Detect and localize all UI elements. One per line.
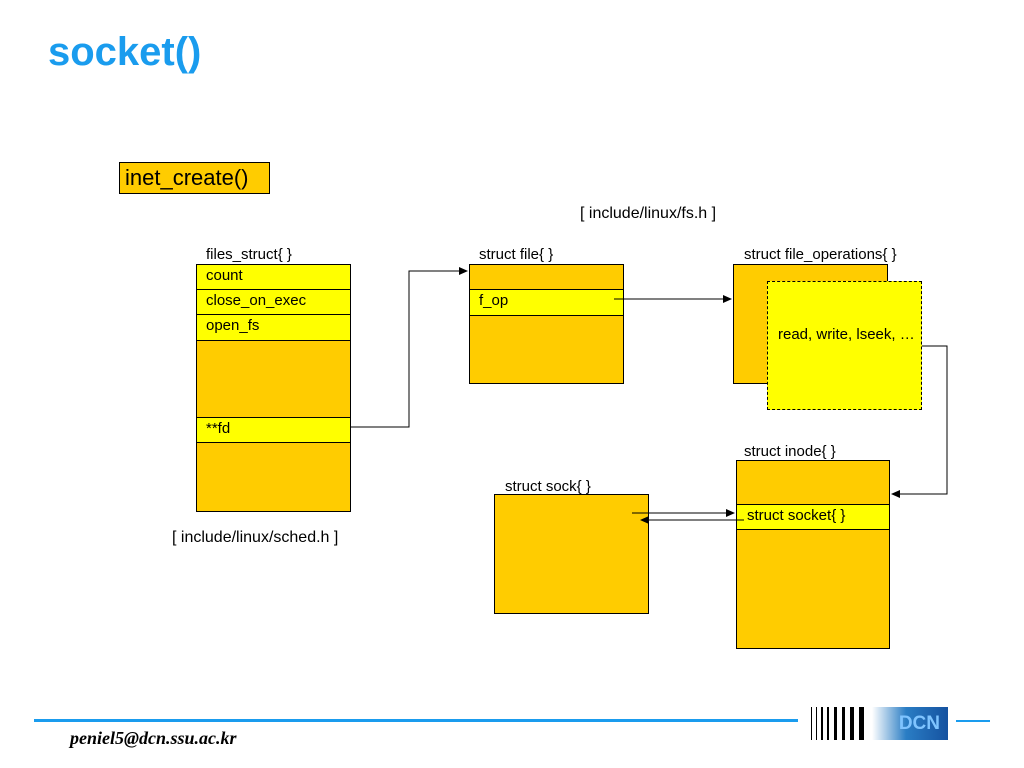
function-badge: inet_create() <box>119 162 270 194</box>
footer-email: peniel5@dcn.ssu.ac.kr <box>70 728 237 748</box>
struct-sock-box <box>494 494 649 614</box>
struct-sock-label: struct sock{ } <box>505 478 591 495</box>
sched-header-label: [ include/linux/sched.h ] <box>172 529 339 546</box>
files-struct-field-open-fs: open_fs <box>196 314 351 341</box>
logo-bars-icon <box>811 707 864 740</box>
logo-dcn: DCN <box>872 707 948 740</box>
files-struct-field-close-on-exec: close_on_exec <box>196 289 351 315</box>
struct-file-label: struct file{ } <box>479 246 554 263</box>
fs-header-label: [ include/linux/fs.h ] <box>580 205 717 222</box>
struct-file-operations-label: struct file_operations{ } <box>744 246 897 263</box>
slide-title: socket() <box>48 30 202 74</box>
struct-inode-box <box>736 460 890 649</box>
arrow-fd-to-file <box>351 267 468 428</box>
files-struct-label: files_struct{ } <box>206 246 292 263</box>
arrow-file-operations-to-inode <box>891 345 948 498</box>
footer-rule <box>34 719 798 722</box>
struct-inode-field-socket: struct socket{ } <box>736 504 890 530</box>
footer-rule-right <box>956 720 990 722</box>
struct-inode-label: struct inode{ } <box>744 443 836 460</box>
file-operations-methods: read, write, lseek, … <box>767 281 922 410</box>
files-struct-field-count: count <box>196 264 351 290</box>
struct-file-field-f-op: f_op <box>469 289 624 316</box>
files-struct-field-fd: **fd <box>196 417 351 443</box>
struct-file-box <box>469 264 624 384</box>
